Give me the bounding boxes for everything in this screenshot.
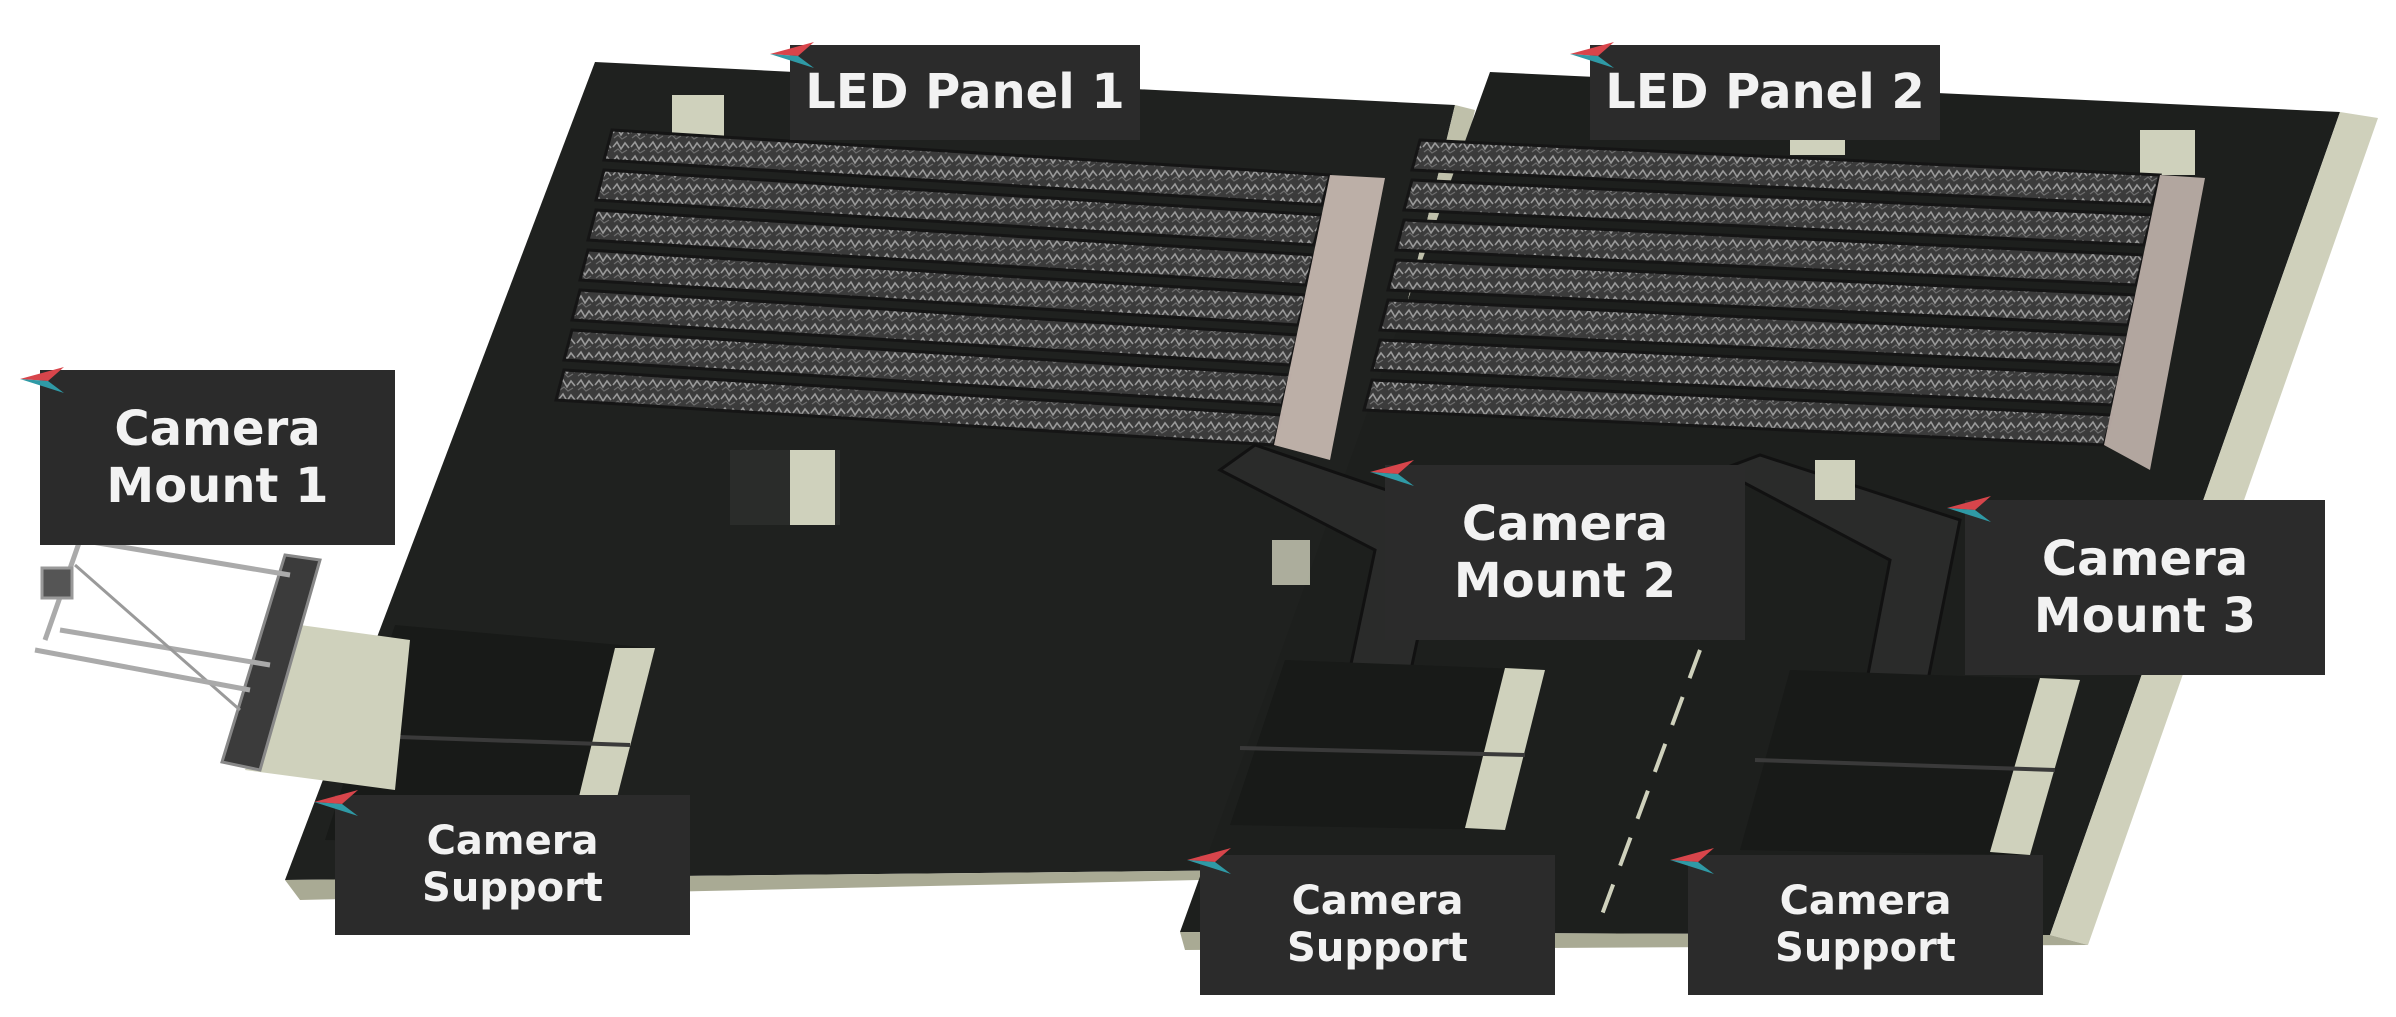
- led-panel-1-label: LED Panel 1: [790, 45, 1140, 140]
- flag-marker-icon: [20, 367, 64, 393]
- flag-marker-icon: [1947, 496, 1991, 522]
- camera-mount-1-label: Camera Mount 1: [40, 370, 395, 545]
- flag-marker-icon: [1370, 460, 1414, 486]
- camera-support-3-line-2: Support: [1775, 925, 1956, 971]
- flag-marker-icon: [314, 790, 358, 816]
- camera-support-3-line-1: Camera: [1779, 877, 1952, 924]
- flag-marker-icon: [1570, 42, 1614, 68]
- camera-mount-3-rig: [1598, 453, 2080, 921]
- camera-support-1-label: Camera Support: [335, 795, 690, 935]
- camera-mount-2-line-2: Mount 2: [1453, 552, 1677, 609]
- camera-support-1-line-1: Camera: [426, 817, 599, 864]
- camera-mount-1-line-1: Camera: [114, 400, 321, 457]
- led-panel-2-label: LED Panel 2: [1590, 45, 1940, 140]
- camera-support-1-line-2: Support: [422, 865, 603, 911]
- flag-marker-icon: [770, 42, 814, 68]
- flag-marker-icon: [1670, 848, 1714, 874]
- camera-mount-3-line-1: Camera: [2041, 530, 2249, 587]
- led-panel-2: [1362, 110, 2205, 470]
- flag-marker-icon: [1187, 848, 1231, 874]
- led-panel-1-text: LED Panel 1: [805, 64, 1125, 121]
- camera-support-2-line-2: Support: [1287, 925, 1468, 971]
- camera-support-3-label: Camera Support: [1688, 855, 2043, 995]
- camera-mount-2-label: Camera Mount 2: [1385, 465, 1745, 640]
- camera-mount-1-rig: [34, 537, 410, 790]
- camera-mount-3-label: Camera Mount 3: [1965, 500, 2325, 675]
- camera-support-2-label: Camera Support: [1200, 855, 1555, 995]
- camera-mount-1-line-2: Mount 1: [106, 457, 329, 514]
- led-panel-1: [554, 95, 1385, 525]
- led-panel-2-text: LED Panel 2: [1605, 64, 1925, 121]
- camera-mount-3-line-2: Mount 3: [2033, 587, 2257, 644]
- camera-support-2-line-1: Camera: [1291, 877, 1464, 924]
- camera-mount-2-line-1: Camera: [1461, 495, 1669, 552]
